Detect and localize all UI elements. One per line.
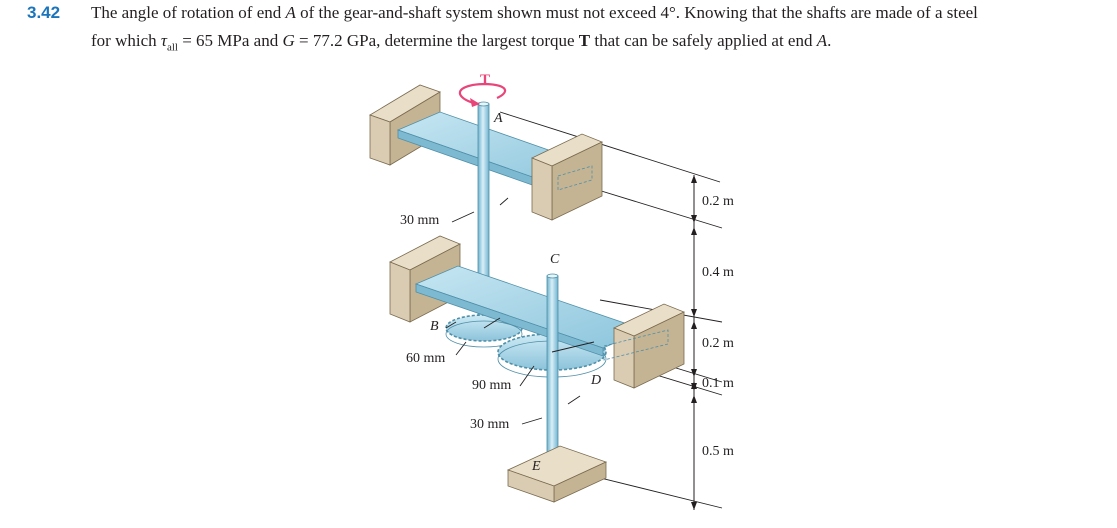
torque-label: T (480, 72, 490, 88)
dimension-label-3: 0.2 m (702, 336, 734, 351)
label-point-c: C (550, 252, 560, 267)
torque-arrow (458, 82, 507, 107)
dimension-label-5: 0.5 m (702, 444, 734, 459)
label-point-e: E (531, 459, 541, 474)
label-point-d: D (590, 373, 601, 388)
leader-lines (445, 197, 595, 425)
label-lower-shaft-diameter: 30 mm (470, 417, 509, 432)
label-point-b: B (430, 319, 439, 334)
dimension-lines (499, 111, 723, 510)
problem-number: 3.42 (27, 3, 61, 22)
label-gear-d-diameter: 90 mm (472, 378, 511, 393)
label-upper-shaft-diameter: 30 mm (400, 213, 439, 228)
label-point-a: A (493, 111, 503, 126)
shaft-cde (546, 273, 559, 465)
support-top-right (531, 133, 603, 221)
problem-text-line-2: for which τall = 65 MPa and G = 77.2 GPa… (91, 31, 832, 54)
support-mid-right (603, 303, 685, 389)
support-bottom (506, 445, 608, 503)
label-gear-b-diameter: 60 mm (406, 351, 445, 366)
dimension-label-4: 0.1 m (702, 376, 734, 391)
dimension-label-2: 0.4 m (702, 265, 734, 280)
dimension-label-1: 0.2 m (702, 194, 734, 209)
problem-text-line-1: The angle of rotation of end A of the ge… (91, 3, 978, 22)
